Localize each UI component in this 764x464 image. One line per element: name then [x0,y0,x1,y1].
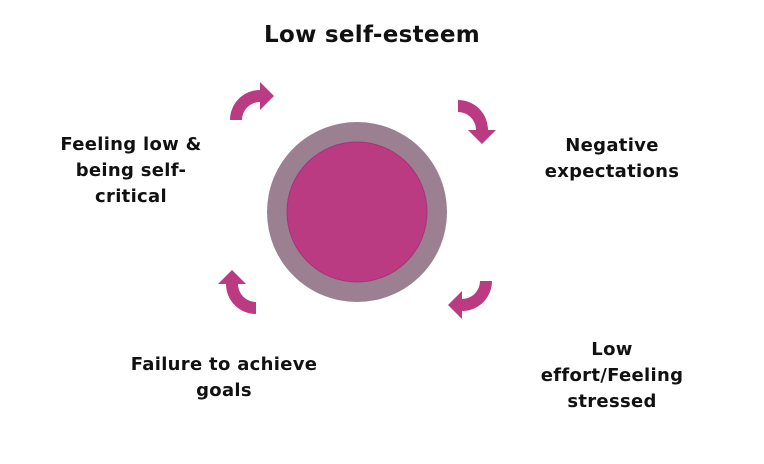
center-circle [286,141,428,283]
step-label-line: being self- [75,160,187,181]
step-label-line: Negative [565,135,659,156]
step-label-line: Failure to achieve [130,354,318,375]
curved-arrow-icon-bottom-left [218,270,256,314]
step-label-line: effort/Feeling [540,365,684,386]
step-label-line: stressed [567,391,657,412]
step-label-line: expectations [544,161,680,182]
curved-arrow-icon-bottom-right [448,281,492,319]
step-negative-expectations: Negative expectations [545,133,680,185]
step-label-line: goals [196,380,252,401]
diagram-title: Low self-esteem [264,22,480,48]
step-label-line: Feeling low & [60,134,202,155]
step-label-line: critical [95,186,167,207]
curved-arrow-icon-top-left [230,82,274,120]
curved-arrow-icon-top-right [458,100,496,144]
step-failure-to-achieve: Failure to achieve goals [131,352,317,404]
step-label-line: Low [591,339,633,360]
step-feeling-low: Feeling low & being self- critical [60,132,201,210]
step-low-effort: Low effort/Feeling stressed [541,337,684,415]
